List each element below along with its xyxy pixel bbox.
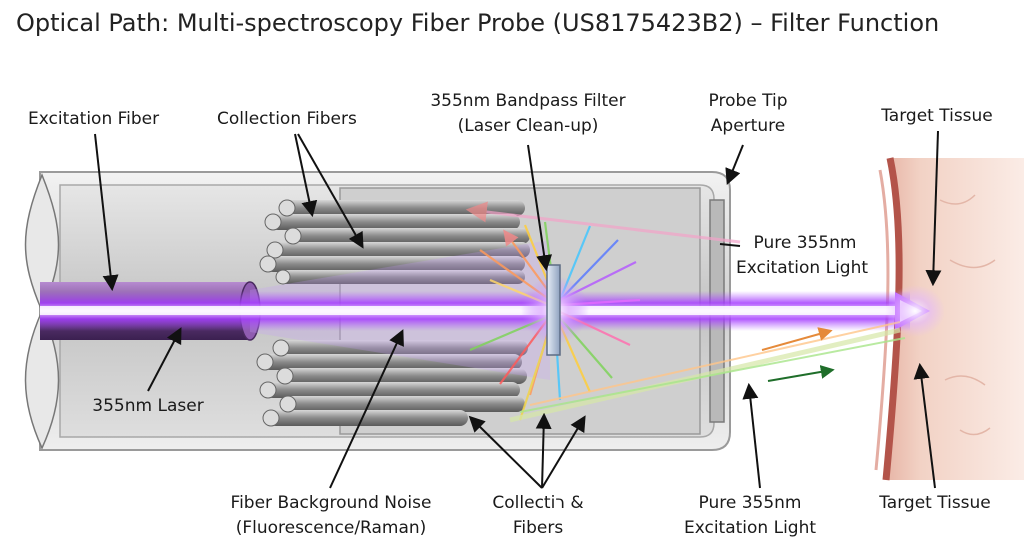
collection-fiber-bundle-top xyxy=(259,199,530,285)
label-collection-fibers-top: Collection Fibers xyxy=(217,109,357,129)
tissue-excitation-spot xyxy=(885,285,945,337)
label-pure-light-bottom-sub: Excitation Light xyxy=(684,518,816,538)
label-excitation-fiber: Excitation Fiber xyxy=(28,109,159,129)
green-emission-arrow xyxy=(767,364,835,382)
label-laser: 355nm Laser xyxy=(92,396,203,416)
label-background-noise: Fiber Background Noise xyxy=(231,493,432,513)
label-collection-fibers-bottom: Collectiר & xyxy=(492,493,583,513)
label-pure-light-top-sub: Excitation Light xyxy=(736,258,868,278)
label-bandpass-filter-sub: (Laser Clean-up) xyxy=(458,116,599,136)
collection-fiber-bundle-bottom xyxy=(256,339,528,427)
label-target-tissue-top: Target Tissue xyxy=(880,106,993,126)
laser-beam xyxy=(40,291,930,331)
callout-arrows xyxy=(94,130,942,489)
label-collection-fibers-bottom-sub: Fibers xyxy=(513,518,564,538)
label-background-noise-sub: (Fluorescence/Raman) xyxy=(236,518,427,538)
label-pure-light-top: Pure 355nm xyxy=(754,233,857,253)
label-probe-tip-sub: Aperture xyxy=(711,116,785,136)
background-noise-rays xyxy=(465,201,906,423)
diagram-title: Optical Path: Multi-spectroscopy Fiber P… xyxy=(16,9,939,37)
label-bandpass-filter: 355nm Bandpass Filter xyxy=(430,91,625,111)
bandpass-filter xyxy=(546,264,561,356)
label-pure-light-bottom: Pure 355nm xyxy=(699,493,802,513)
orange-emission-arrow xyxy=(761,327,833,351)
label-probe-tip: Probe Tip xyxy=(709,91,788,111)
label-target-tissue-bottom: Target Tissue xyxy=(878,493,991,513)
